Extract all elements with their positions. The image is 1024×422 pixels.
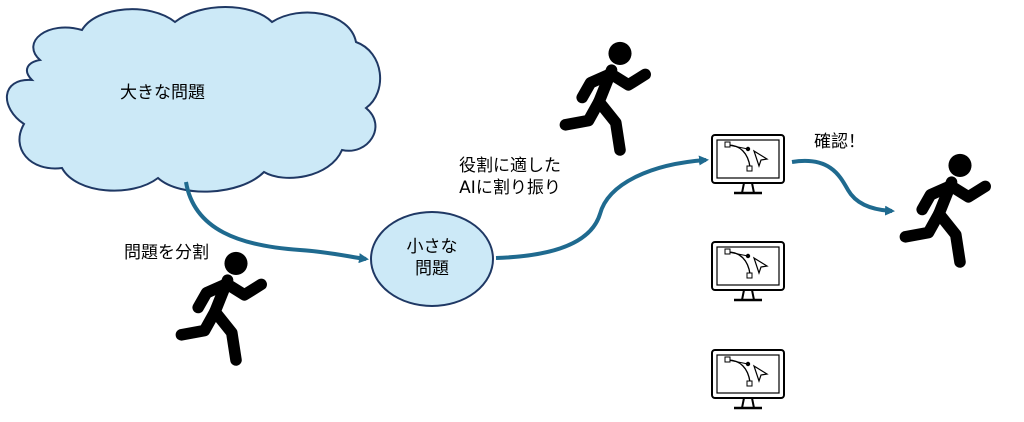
split-label: 問題を分割	[124, 243, 209, 263]
assign-label-line2: AIに割り振り	[459, 178, 561, 198]
split-arrow	[184, 181, 369, 264]
runner-icon	[181, 252, 261, 360]
monitor-drawing-icon	[710, 348, 786, 410]
small-problem-label-line2: 問題	[415, 259, 449, 279]
small-problem-label: 小さな 問題	[392, 236, 472, 280]
confirm-label: 確認！	[814, 132, 865, 152]
assign-label-line1: 役割に適した	[459, 156, 561, 176]
assign-arrow	[495, 155, 709, 260]
small-problem-node	[370, 211, 494, 307]
monitor-drawing-icon	[710, 133, 786, 195]
runner-icon	[905, 154, 985, 262]
monitor-drawing-icon	[710, 240, 786, 302]
big-problem-label: 大きな問題	[120, 83, 205, 103]
confirm-arrow	[791, 158, 895, 216]
small-problem-label-line1: 小さな	[406, 237, 458, 257]
big-problem-cloud	[6, 6, 382, 193]
runner-icon	[565, 42, 645, 150]
assign-label: 役割に適した AIに割り振り	[440, 155, 580, 199]
